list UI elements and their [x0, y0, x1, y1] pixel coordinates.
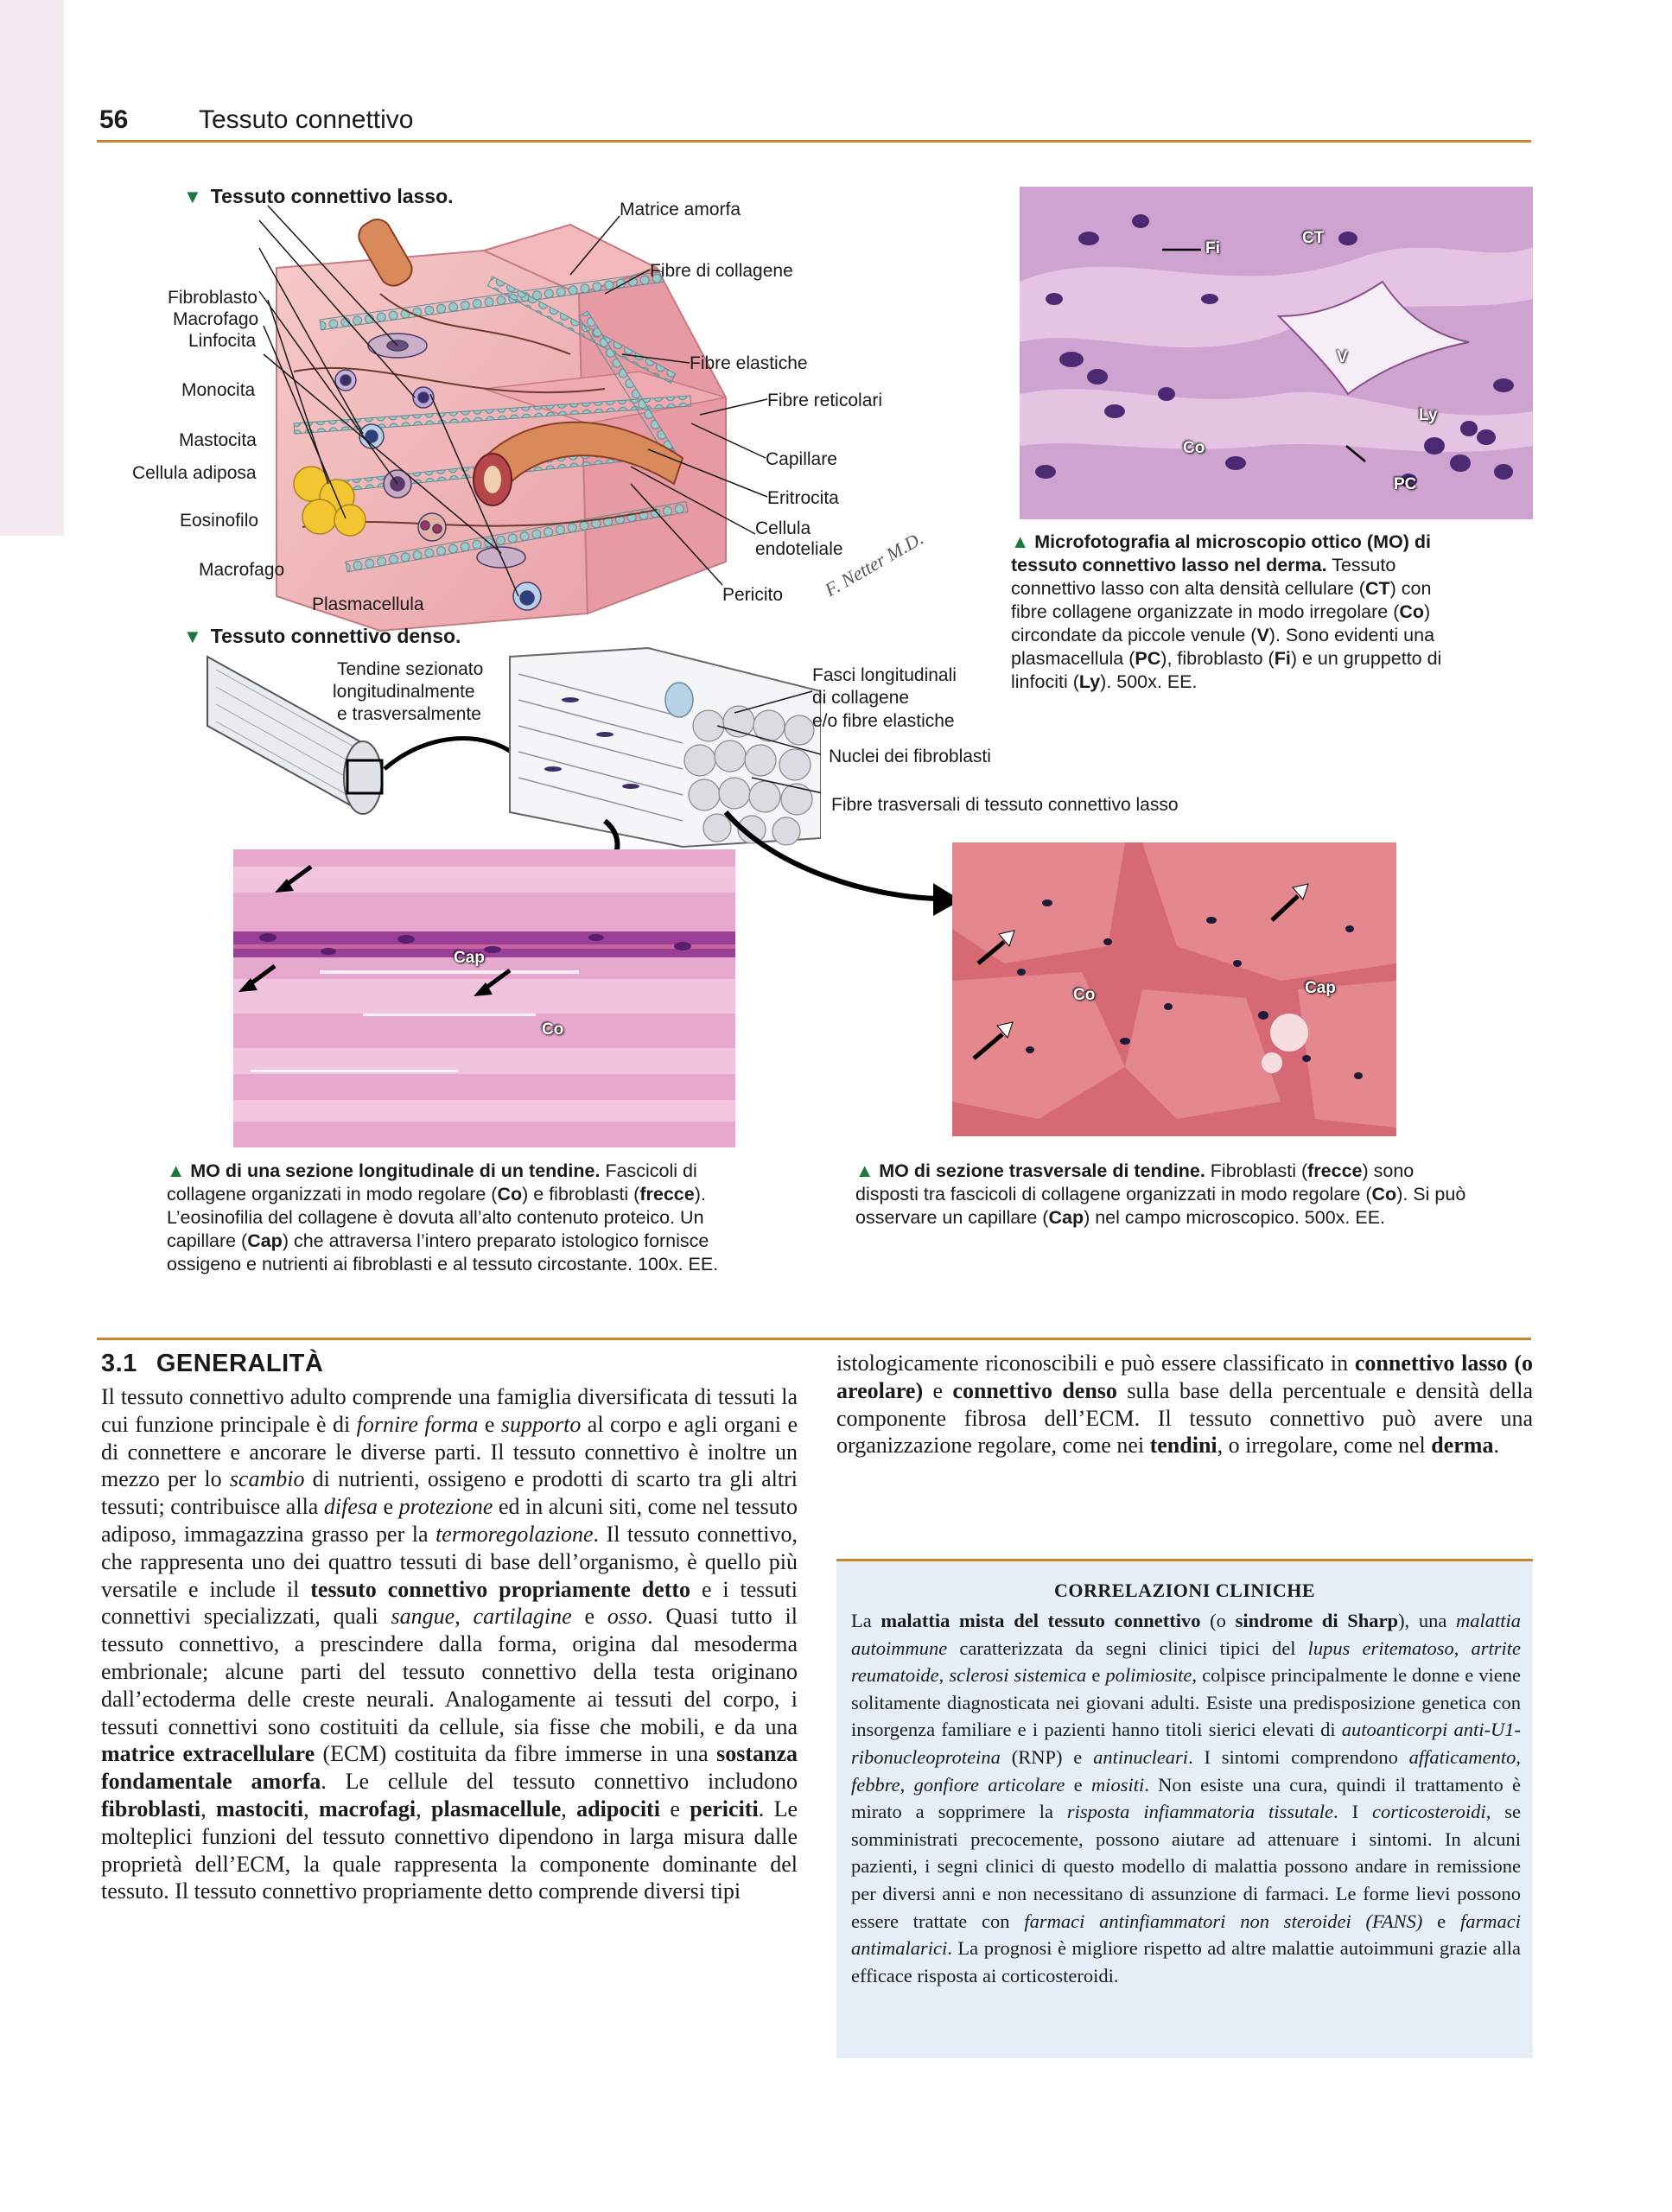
- label-fasci-2: di collagene: [812, 688, 910, 708]
- label-plasmacellula: Plasmacellula: [312, 594, 424, 614]
- label-fasci-1: Fasci longitudinali: [812, 665, 957, 685]
- micro-label-ct: CT: [1302, 229, 1325, 247]
- triangle-down-icon: ▼: [183, 626, 202, 647]
- label-fasci-3: e/o fibre elastiche: [812, 711, 955, 731]
- chapter-title: Tessuto connettivo: [199, 105, 414, 134]
- clinical-box: [836, 1560, 1533, 2058]
- fig-loose-heading: ▼Tessuto connettivo lasso.: [183, 185, 454, 207]
- micro-long-label-cap: Cap: [454, 949, 485, 967]
- clinical-box-text: La malattia mista del tessuto connettivo…: [851, 1610, 1522, 1986]
- clinical-box-title: CORRELAZIONI CLINICHE: [1053, 1580, 1316, 1601]
- label-fibre-reticolari: Fibre reticolari: [767, 391, 883, 410]
- micro-label-ly: Ly: [1419, 406, 1438, 424]
- loose-right-leaders: [569, 215, 768, 586]
- label-mastocita: Mastocita: [179, 430, 257, 450]
- micro-long-label-co: Co: [542, 1020, 564, 1039]
- label-linfocita: Linfocita: [188, 331, 257, 351]
- micro-label-fi: Fi: [1205, 239, 1220, 257]
- label-matrice-amorfa: Matrice amorfa: [620, 200, 741, 219]
- fig-dense-heading: ▼Tessuto connettivo denso.: [183, 625, 461, 647]
- label-pericito: Pericito: [722, 585, 784, 605]
- label-endoteliale: endoteliale: [755, 539, 843, 559]
- label-capillare: Capillare: [766, 449, 837, 469]
- triangle-down-icon: ▼: [183, 186, 202, 207]
- label-tendine-2: longitudinalmente: [333, 682, 475, 702]
- page-number: 56: [99, 105, 129, 134]
- micro-label-co: Co: [1183, 439, 1205, 457]
- clinical-box-rule: [836, 1559, 1533, 1561]
- body-column-right: istologicamente riconoscibili e può esse…: [836, 1351, 1533, 1459]
- sidebar-strip: [0, 0, 64, 536]
- label-fibre-elastiche: Fibre elastiche: [690, 353, 808, 373]
- label-tendine-3: e trasversalmente: [337, 704, 481, 724]
- label-fibroblasto: Fibroblasto: [168, 288, 257, 308]
- micro-label-pc: PC: [1394, 475, 1417, 493]
- label-fibre-trasversali: Fibre trasversali di tessuto connettivo …: [831, 795, 1179, 815]
- label-cellula-adiposa: Cellula adiposa: [132, 463, 257, 483]
- micro-trans-label-co: Co: [1073, 986, 1096, 1004]
- label-fibre-collagene: Fibre di collagene: [650, 261, 793, 281]
- label-eosinofilo: Eosinofilo: [180, 511, 259, 531]
- triangle-up-icon: ▲: [855, 1160, 880, 1181]
- body-column-left: Il tessuto connettivo adulto comprende u…: [101, 1384, 798, 1904]
- triangle-up-icon: ▲: [167, 1160, 191, 1181]
- header-rule: [97, 140, 1531, 143]
- caption-loose-dermis: ▲ Microfotografia al microscopio ottico …: [1011, 531, 1442, 692]
- caption-tendon-transverse: ▲ MO di sezione trasversale di tendine. …: [855, 1160, 1466, 1228]
- triangle-up-icon: ▲: [1011, 531, 1035, 552]
- label-macrofago: Macrofago: [173, 309, 259, 329]
- label-eritrocita: Eritrocita: [767, 488, 839, 508]
- loose-tissue-illustration: [258, 205, 727, 632]
- micrograph-tendon-transverse: [952, 842, 1396, 1136]
- label-nuclei-fibroblasti: Nuclei dei fibroblasti: [829, 747, 991, 766]
- micrograph-loose-dermis: [1020, 187, 1533, 519]
- label-cellula: Cellula: [755, 518, 811, 538]
- dense-tissue-illustration: [207, 646, 821, 849]
- section-rule: [97, 1338, 1531, 1340]
- caption-tendon-longitudinal: ▲ MO di una sezione longitudinale di un …: [167, 1160, 719, 1274]
- label-macrofago-2: Macrofago: [199, 560, 285, 580]
- micro-label-v: V: [1337, 348, 1348, 366]
- label-monocita: Monocita: [181, 380, 256, 400]
- label-tendine-1: Tendine sezionato: [337, 659, 484, 679]
- micrograph-tendon-longitudinal: [233, 849, 735, 1147]
- micro-trans-label-cap: Cap: [1305, 979, 1336, 997]
